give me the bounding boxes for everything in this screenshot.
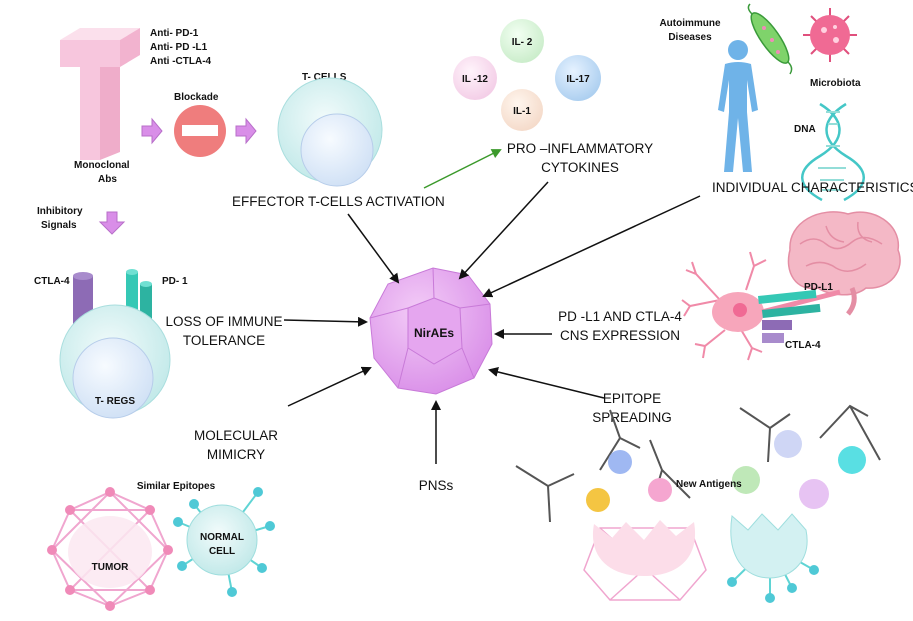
- individual-characteristics-label: INDIVIDUAL CHARACTERISTICS: [712, 180, 913, 195]
- cytokine-il17: IL-17: [555, 55, 601, 101]
- bacterium-icon: [747, 3, 793, 75]
- virus-icon: [803, 8, 857, 62]
- block-arrow-down-icon: [98, 211, 126, 235]
- tolerance-label-line1: LOSS OF IMMUNE: [165, 314, 282, 329]
- monoclonal-caption-line1: Monoclonal: [74, 160, 130, 171]
- neuron-icon: [681, 251, 841, 361]
- cytokine-il2: IL- 2: [500, 19, 544, 63]
- pns-label: PNSs: [419, 478, 454, 493]
- autoimmune-label-line1: Autoimmune: [659, 18, 721, 29]
- similar-epitopes-label: Similar Epitopes: [137, 481, 216, 492]
- pd1-treg-label: PD- 1: [162, 276, 188, 287]
- t-cells-label: T- CELLS: [302, 72, 347, 83]
- broken-tumor-cell-icon: [583, 520, 707, 601]
- arrow-tolerance-to-center: [283, 316, 368, 327]
- block-arrow-right-icon: [235, 117, 257, 145]
- monoclonal-antibody-icon: [60, 28, 140, 160]
- arrow-cytokines-to-center: [458, 181, 549, 280]
- arrow-epitope-to-center: [488, 367, 605, 399]
- normal-cell-label-line1: NORMAL: [200, 532, 244, 543]
- ctla4-treg-label: CTLA-4: [34, 276, 70, 287]
- arrow-activation-to-cytokines: [423, 149, 502, 189]
- cytokine-label: IL-17: [566, 74, 590, 85]
- normal-cell-icon: [173, 487, 275, 597]
- autoimmune-label-line2: Diseases: [668, 32, 712, 43]
- brain-icon: [787, 211, 901, 316]
- cytokine-label: IL-1: [513, 106, 531, 117]
- cytokine-label: IL -12: [462, 74, 488, 85]
- blockade-icon: [174, 105, 226, 157]
- monoclonal-caption-line2: Abs: [98, 174, 117, 185]
- antibody-y-icons: [515, 404, 881, 523]
- inhibitory-signals-line1: Inhibitory: [37, 206, 83, 217]
- dna-icon: [801, 102, 865, 202]
- antibody-label-anti-ctla4: Anti -CTLA-4: [150, 56, 212, 67]
- nirae-center-node: [369, 267, 493, 395]
- antibody-label-anti-pdl1: Anti- PD -L1: [150, 42, 208, 53]
- t-cell-icon: [277, 77, 383, 187]
- cns-expression-line2: CNS EXPRESSION: [560, 328, 680, 343]
- tumor-cell-icon: [47, 487, 173, 611]
- arrows: [283, 181, 701, 464]
- blockade-label: Blockade: [174, 92, 219, 103]
- antibody-label-anti-pd1: Anti- PD-1: [150, 28, 199, 39]
- new-antigens-label: New Antigens: [676, 479, 742, 490]
- pdl1-receptor-icon: [758, 289, 821, 318]
- pdl1-cns-label: PD-L1: [804, 282, 833, 293]
- nirae-center-label: NirAEs: [414, 326, 454, 340]
- block-arrow-right-icon: [141, 117, 163, 145]
- mimicry-label-line2: MIMICRY: [207, 447, 265, 462]
- tolerance-label-line2: TOLERANCE: [183, 333, 265, 348]
- epitope-spreading-line2: SPREADING: [592, 410, 672, 425]
- arrow-individual-to-center: [482, 195, 701, 298]
- epitope-spreading-line1: EPITOPE: [603, 391, 661, 406]
- ctla4-cns-receptor-icon: [762, 320, 792, 343]
- tumor-label: TUMOR: [92, 562, 129, 573]
- human-body-icon: [718, 40, 758, 172]
- cytokine-il12: IL -12: [453, 56, 497, 100]
- arrow-mimicry-to-center: [287, 366, 372, 407]
- cns-expression-line1: PD -L1 AND CTLA-4: [558, 309, 682, 324]
- effector-activation-label: EFFECTOR T-CELLS ACTIVATION: [232, 194, 445, 209]
- arrow-tcells-to-center: [347, 213, 400, 284]
- treg-cell-icon: [59, 304, 171, 419]
- microbiota-label: Microbiota: [810, 78, 861, 89]
- cytokines-caption-line2: CYTOKINES: [541, 160, 619, 175]
- cytokine-label: IL- 2: [512, 37, 533, 48]
- antigen-spheres: [586, 430, 866, 512]
- normal-cell-label-line2: CELL: [209, 546, 235, 557]
- broken-normal-cell-icon: [727, 513, 819, 603]
- cytokine-il1: IL-1: [501, 89, 543, 131]
- mimicry-label-line1: MOLECULAR: [194, 428, 278, 443]
- dna-label: DNA: [794, 124, 816, 135]
- treg-cell-label: T- REGS: [95, 396, 135, 407]
- cytokines-caption-line1: PRO –INFLAMMATORY: [507, 141, 653, 156]
- ctla4-cns-label: CTLA-4: [785, 340, 821, 351]
- inhibitory-signals-line2: Signals: [41, 220, 77, 231]
